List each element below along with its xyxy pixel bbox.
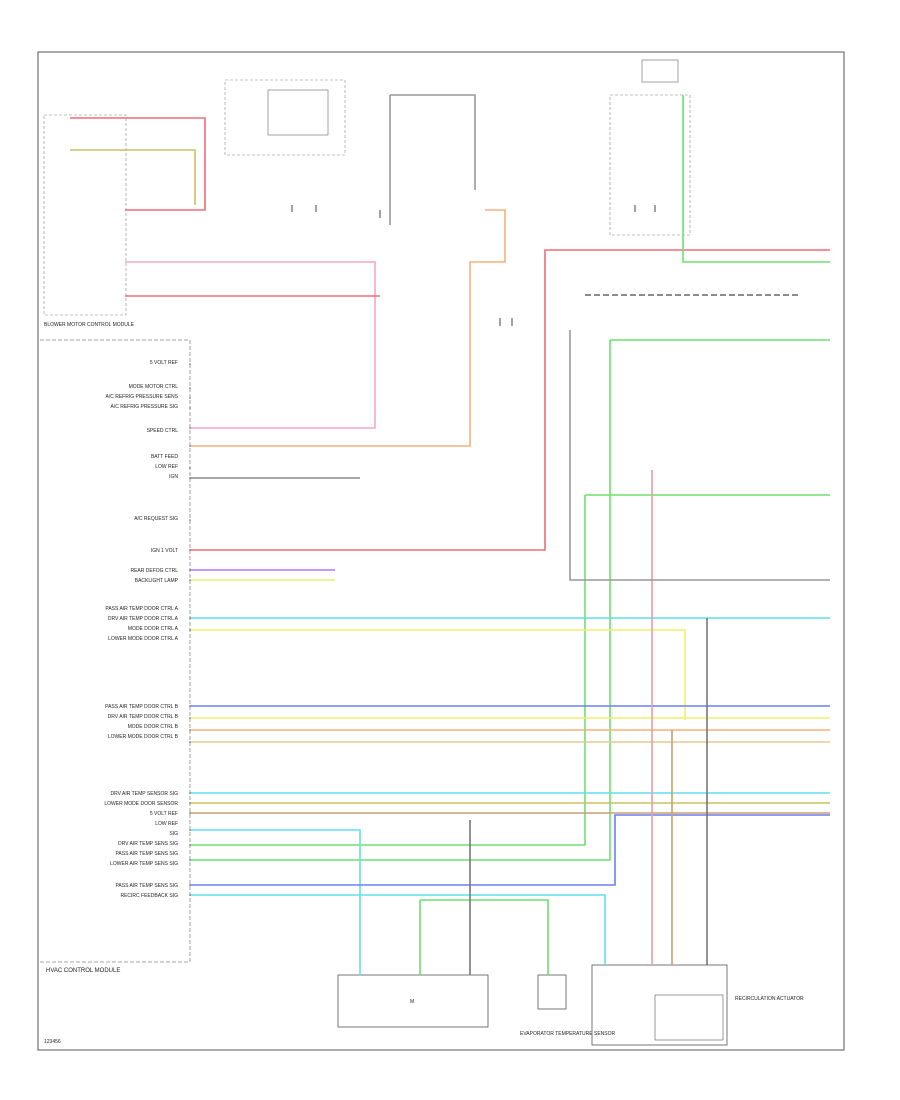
pin-label: 5 VOLT REF bbox=[150, 360, 178, 366]
pin-label: SIG bbox=[169, 831, 178, 837]
wire-group bbox=[70, 94, 830, 975]
wire-cyan-e bbox=[190, 894, 606, 965]
footer-code: 123456 bbox=[44, 1039, 61, 1045]
module-pin-markers bbox=[189, 363, 191, 896]
pin-label: A/C REQUEST SIG bbox=[134, 516, 178, 522]
wire-olive-top bbox=[70, 149, 196, 205]
wire-red-top bbox=[70, 117, 206, 211]
blower-control-box bbox=[43, 114, 127, 316]
wire-green-right bbox=[682, 95, 830, 263]
diagram-border bbox=[37, 51, 845, 1051]
relay-box bbox=[267, 89, 329, 136]
pin-label: BACKLIGHT LAMP bbox=[135, 578, 179, 584]
hvac-module-outline bbox=[40, 339, 191, 963]
wire-black-ground bbox=[569, 330, 830, 581]
pin-label: PASS AIR TEMP DOOR CTRL B bbox=[105, 704, 179, 710]
recirc-actuator-inner bbox=[654, 994, 724, 1041]
hvac-module-label: HVAC CONTROL MODULE bbox=[46, 968, 120, 974]
pin-label: LOWER MODE DOOR SENSOR bbox=[104, 801, 178, 807]
wire-red-ign bbox=[190, 249, 830, 551]
pin-label: DRV AIR TEMP DOOR CTRL B bbox=[108, 714, 179, 720]
pin-label: A/C REFRIG PRESSURE SIG bbox=[110, 404, 178, 410]
blower-control-label: BLOWER MOTOR CONTROL MODULE bbox=[44, 322, 135, 328]
pin-label: PASS AIR TEMP SENS SIG bbox=[115, 883, 178, 889]
pin-label: LOW REF bbox=[155, 464, 178, 470]
evap-sensor-box bbox=[537, 974, 567, 1010]
pin-label: DRV AIR TEMP SENS SIG bbox=[118, 841, 178, 847]
pin-label-group: 5 VOLT REF MODE MOTOR CTRL A/C REFRIG PR… bbox=[104, 360, 178, 899]
recirc-actuator-box bbox=[591, 964, 728, 1046]
wire-green-2v bbox=[190, 495, 586, 846]
wire-yellow-a bbox=[190, 629, 686, 720]
blower-motor-label: M bbox=[410, 999, 414, 1005]
pin-label: MODE DOOR CTRL B bbox=[128, 724, 179, 730]
pin-label: LOW REF bbox=[155, 821, 178, 827]
top-right-relay bbox=[641, 59, 679, 83]
recirc-actuator-label: RECIRCULATION ACTUATOR bbox=[735, 996, 804, 1002]
wire-cyan-d bbox=[190, 829, 361, 975]
pin-label: BATT FEED bbox=[151, 454, 178, 460]
evap-sensor-label: EVAPORATOR TEMPERATURE SENSOR bbox=[520, 1031, 615, 1037]
pin-label: IGN bbox=[169, 474, 178, 480]
pin-label: 5 VOLT REF bbox=[150, 811, 178, 817]
pin-label: IGN 1 VOLT bbox=[151, 548, 178, 554]
pin-label: A/C REFRIG PRESSURE SENS bbox=[105, 394, 178, 400]
pin-label: MODE MOTOR CTRL bbox=[129, 384, 179, 390]
wire-blue-d bbox=[190, 814, 830, 886]
wire-gray-top2 bbox=[390, 94, 476, 190]
pin-label: LOWER MODE DOOR CTRL A bbox=[108, 636, 178, 642]
pin-label: SPEED CTRL bbox=[147, 428, 179, 434]
pin-label: REAR DEFOG CTRL bbox=[130, 568, 178, 574]
pin-label: MODE DOOR CTRL A bbox=[128, 626, 179, 632]
pin-label: LOWER MODE DOOR CTRL B bbox=[108, 734, 179, 740]
pin-label: DRV AIR TEMP SENSOR SIG bbox=[110, 791, 178, 797]
wire-orange bbox=[190, 209, 506, 447]
relay-block bbox=[224, 79, 346, 156]
pin-label: DRV AIR TEMP DOOR CTRL A bbox=[108, 616, 179, 622]
pin-label: RECIRC FEEDBACK SIG bbox=[120, 893, 178, 899]
wire-green-vertical bbox=[190, 340, 611, 861]
wire-green-evap bbox=[420, 899, 549, 975]
wire-pink-speed bbox=[125, 261, 376, 429]
pin-label: LOWER AIR TEMP SENS SIG bbox=[110, 861, 178, 867]
blower-motor-box bbox=[337, 974, 489, 1028]
ground-symbol-icon bbox=[291, 205, 656, 326]
top-right-switch-box bbox=[609, 94, 691, 236]
pin-label: PASS AIR TEMP SENS SIG bbox=[115, 851, 178, 857]
pin-label: PASS AIR TEMP DOOR CTRL A bbox=[105, 606, 178, 612]
